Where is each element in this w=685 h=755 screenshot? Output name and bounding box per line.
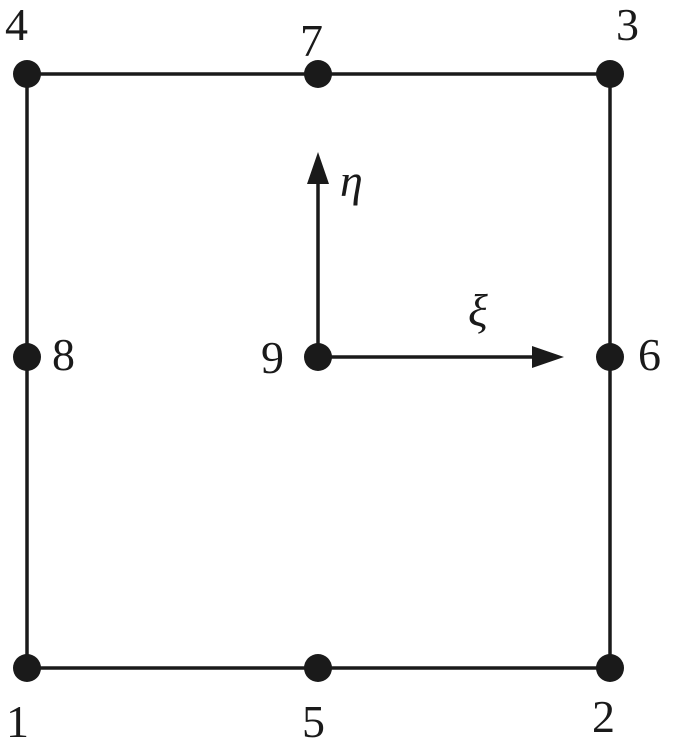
node-label-6: 6: [638, 329, 661, 380]
node-label-5: 5: [302, 696, 325, 747]
eta-axis-arrowhead-icon: [307, 152, 329, 184]
node-label-7: 7: [300, 15, 323, 66]
node-label-3: 3: [616, 0, 639, 50]
node-5: [304, 654, 332, 682]
node-label-4: 4: [5, 0, 28, 50]
xi-axis-label: ξ: [468, 285, 488, 336]
node-4: [13, 60, 41, 88]
node-label-9: 9: [261, 332, 284, 383]
node-7: [304, 60, 332, 88]
node-label-1: 1: [6, 696, 29, 747]
node-label-8: 8: [52, 329, 75, 380]
node-1: [13, 654, 41, 682]
node-2: [596, 654, 624, 682]
node-6: [596, 343, 624, 371]
xi-axis-arrowhead-icon: [532, 346, 564, 368]
node-3: [596, 60, 624, 88]
node-label-2: 2: [592, 691, 615, 742]
eta-axis-label: η: [340, 155, 363, 206]
node-9: [304, 343, 332, 371]
node-8: [13, 343, 41, 371]
